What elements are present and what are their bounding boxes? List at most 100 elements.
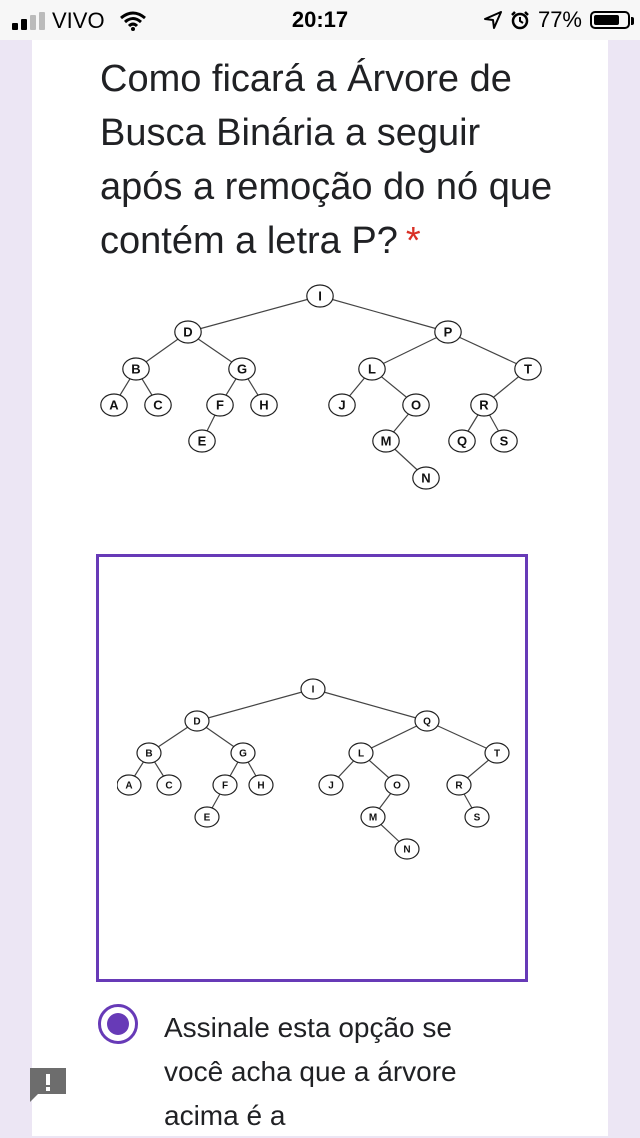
tree-node-D: D [184,710,210,732]
option-image-frame[interactable]: I D Q B G L T A C F H J O R E M S N [96,554,528,982]
required-asterisk: * [405,220,421,262]
tree-node-label: O [411,398,421,413]
tree-node-label: H [257,781,264,792]
location-arrow-icon [483,11,502,29]
battery-percent: 77% [537,7,582,32]
tree-node-label: I [318,289,322,304]
tree-node-I: I [300,678,326,700]
tree-node-label: N [403,845,410,856]
tree-node-label: F [222,781,228,792]
tree-node-label: A [125,781,132,792]
battery-icon [590,11,634,29]
tree-node-T: T [514,357,542,381]
tree-node-B: B [136,742,162,764]
tree-node-label: S [474,813,481,824]
tree-node-label: D [183,325,192,340]
alarm-clock-icon [511,11,529,30]
status-bar: VIVO 20:17 77% [0,0,640,40]
question-card: Como ficará a Árvore de Busca Binária a … [32,40,608,1136]
tree-node-label: J [338,398,345,413]
tree-node-C: C [144,393,172,417]
tree-node-label: L [358,749,364,760]
tree-node-label: D [193,717,200,728]
tree-node-label: G [239,749,247,760]
tree-node-O: O [402,393,430,417]
question-tree-image: I D P B G L T A C F H J O R E M Q S N [100,284,542,490]
tree-node-F: F [212,774,238,796]
carrier-name: VIVO [52,8,105,33]
tree-node-label: A [109,398,119,413]
wifi-icon [119,11,146,31]
tree-node-B: B [122,357,150,381]
tree-node-label: B [131,362,140,377]
tree-node-E: E [188,429,216,453]
tree-edge-P-T [447,331,529,370]
tree-node-R: R [470,393,498,417]
tree-node-H: H [250,393,278,417]
tree-node-label: I [312,685,315,696]
radio-selected-dot [107,1013,129,1035]
tree-node-J: J [328,393,356,417]
tree-node-O: O [384,774,410,796]
tree-node-label: N [421,471,430,486]
tree-edge-I-D [187,295,321,333]
tree-node-L: L [348,742,374,764]
tree-node-F: F [206,393,234,417]
clock: 20:17 [291,7,349,32]
option-label[interactable]: Assinale esta opção se você acha que a á… [164,1012,457,1131]
tree-node-G: G [230,742,256,764]
tree-node-label: F [216,398,224,413]
tree-node-label: H [259,398,268,413]
tree-node-T: T [484,742,510,764]
question-text: Como ficará a Árvore de Busca Binária a … [100,58,553,262]
tree-node-L: L [358,357,386,381]
tree-node-label: C [153,398,163,413]
tree-node-label: Q [423,717,431,728]
tree-node-label: E [204,813,211,824]
tree-node-D: D [174,320,202,344]
battery-fill [594,15,619,25]
tree-node-R: R [446,774,472,796]
tree-node-label: J [328,781,334,792]
tree-node-label: Q [457,434,467,449]
tree-edge-P-L [371,331,449,370]
tree-edge-I-P [319,295,449,333]
tree-edge-Q-L [360,720,428,754]
tree-node-E: E [194,806,220,828]
tree-node-M: M [372,429,400,453]
tree-node-C: C [156,774,182,796]
tree-node-G: G [228,357,256,381]
tree-node-A: A [117,774,142,796]
tree-node-M: M [360,806,386,828]
tree-node-label: T [524,362,532,377]
tree-node-I: I [306,284,334,308]
tree-node-label: R [479,398,489,413]
tree-edge-Q-T [426,720,498,754]
tree-edge-I-D [196,688,314,722]
tree-node-H: H [248,774,274,796]
tree-node-A: A [100,393,128,417]
tree-node-label: M [381,434,392,449]
option-tree-image: I D Q B G L T A C F H J O R E M S N [117,678,510,860]
question-title: Como ficará a Árvore de Busca Binária a … [100,52,560,268]
tree-node-label: S [500,434,509,449]
tree-node-label: L [368,362,376,377]
report-problem-icon[interactable] [28,1066,68,1102]
tree-node-label: R [455,781,463,792]
tree-node-label: E [198,434,207,449]
tree-node-label: C [165,781,172,792]
tree-node-Q: Q [414,710,440,732]
tree-node-P: P [434,320,462,344]
tree-node-S: S [464,806,490,828]
tree-node-N: N [412,466,440,490]
tree-node-J: J [318,774,344,796]
tree-node-label: B [145,749,152,760]
tree-node-label: P [444,325,453,340]
cellular-signal-icon [12,12,45,30]
tree-node-N: N [394,838,420,860]
tree-edge-I-Q [312,688,428,722]
tree-node-label: G [237,362,247,377]
option-radio-button[interactable] [98,1004,138,1044]
tree-node-Q: Q [448,429,476,453]
tree-node-label: O [393,781,401,792]
